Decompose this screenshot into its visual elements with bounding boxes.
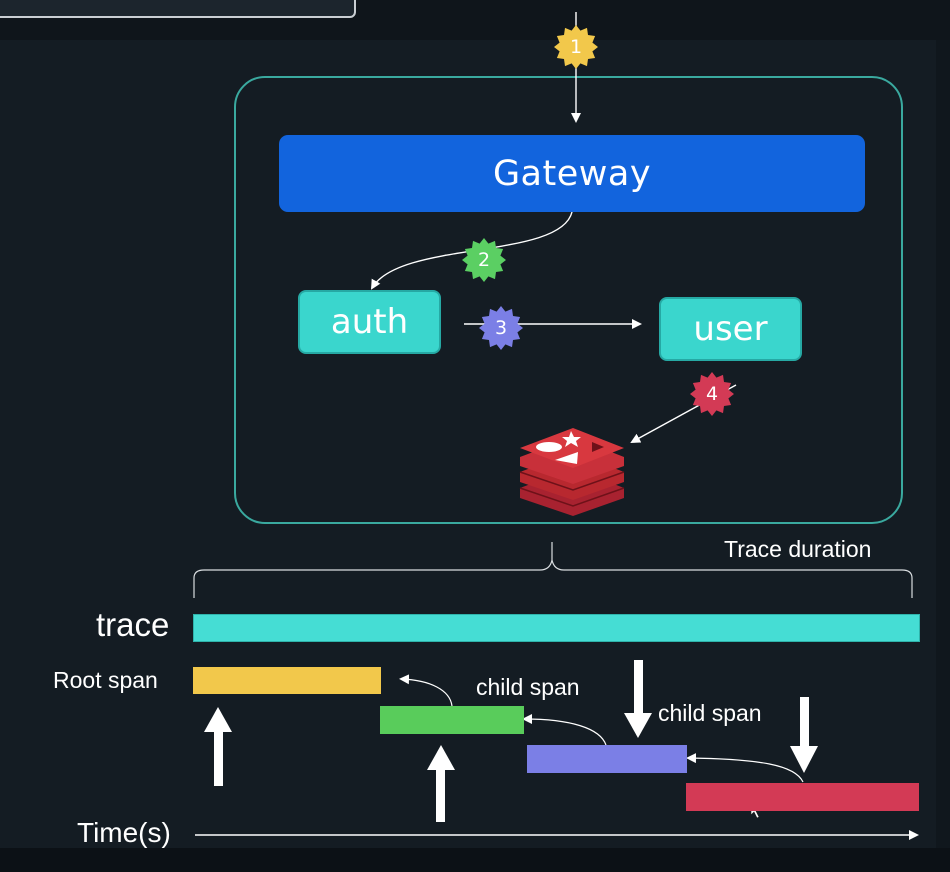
gateway-service: Gateway [279, 135, 865, 212]
span-bar-auth [380, 706, 524, 734]
trace-duration-label: Trace duration [724, 536, 872, 562]
step-number: 2 [478, 249, 490, 271]
right-edge [936, 40, 950, 848]
step-number: 3 [495, 317, 507, 339]
step-badge-4: 4 [690, 372, 734, 416]
down-arrow [790, 697, 818, 773]
step-badge-2: 2 [462, 238, 506, 282]
span-link-arrow [399, 674, 453, 707]
down-arrow [624, 660, 652, 738]
time-axis-label: Time(s) [77, 817, 171, 848]
top-panel [0, 0, 356, 18]
span-link-arrow [686, 753, 804, 783]
step-badge-3: 3 [479, 306, 523, 350]
root-span-label: Root span [53, 667, 158, 693]
span-bar-user [527, 745, 687, 773]
root-span-bar [193, 667, 381, 694]
user-service: user [659, 297, 802, 361]
child-span-label: child span [658, 700, 762, 726]
trace-duration-brace [193, 542, 913, 598]
span-link-arrow [522, 714, 607, 746]
trace-bar [193, 614, 920, 642]
system-frame [234, 76, 903, 524]
step-number: 4 [706, 383, 718, 405]
redis-icon [519, 428, 625, 516]
bottom-bar [0, 848, 950, 872]
step-badge-1: 1 [554, 25, 598, 69]
span-bar-redis [686, 783, 919, 811]
child-span-label: child span [476, 674, 580, 700]
trace-label: trace [96, 606, 170, 643]
auth-service: auth [298, 290, 441, 354]
step-number: 1 [570, 36, 582, 58]
up-arrow [204, 707, 232, 786]
up-arrow [427, 745, 455, 822]
